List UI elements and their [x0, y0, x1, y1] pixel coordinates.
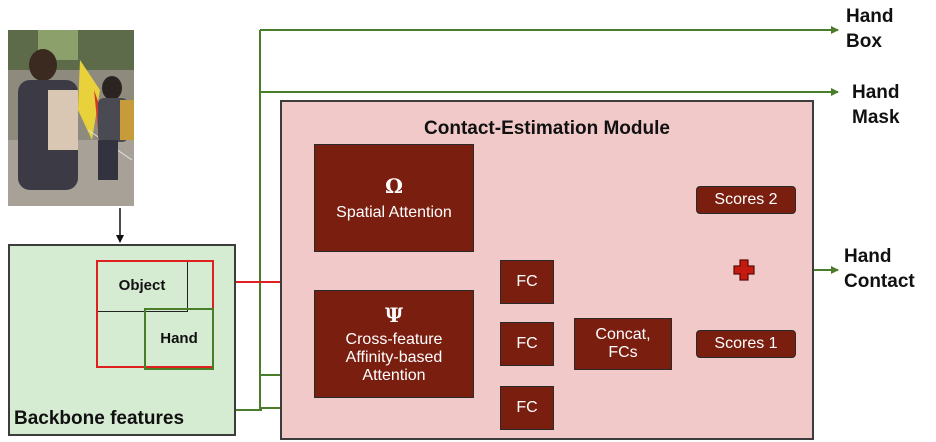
omega-symbol: Ω — [385, 174, 403, 198]
module-title: Contact-Estimation Module — [424, 118, 670, 139]
object-label: Object — [118, 277, 166, 294]
spatial-attention-label: Spatial Attention — [336, 204, 452, 221]
hand-mask-output-label: Hand Mask — [852, 80, 900, 130]
hand-contact-line-1: Hand — [844, 246, 892, 267]
cross-feature-line-2: Affinity-based — [345, 349, 443, 366]
fc-block-1: FC — [500, 260, 554, 304]
backbone-features-box: Object Hand Backbone features — [8, 244, 236, 436]
scores2-label: Scores 2 — [714, 191, 778, 208]
hand-mask-line-2: Mask — [852, 107, 900, 128]
concat-fcs-block: Concat, FCs — [574, 318, 672, 370]
input-photo — [8, 30, 134, 206]
scores1-label: Scores 1 — [714, 335, 778, 352]
concat-line-2: FCs — [608, 344, 638, 361]
fc-label-1: FC — [516, 273, 538, 290]
hand-label: Hand — [160, 330, 198, 347]
cross-feature-line-3: Attention — [362, 367, 426, 384]
concat-line-1: Concat, — [595, 326, 651, 343]
hand-box-line-2: Box — [846, 31, 882, 52]
hand-box-output-label: Hand Box — [846, 4, 894, 54]
hand-contact-output-label: Hand Contact — [844, 244, 915, 294]
hand-box-line-1: Hand — [846, 6, 894, 27]
hand-contact-line-2: Contact — [844, 271, 915, 292]
fc-label-3: FC — [516, 399, 538, 416]
fc-block-2: FC — [500, 322, 554, 366]
hand-region: Hand — [144, 308, 214, 370]
fc-block-3: FC — [500, 386, 554, 430]
fc-label-2: FC — [516, 335, 538, 352]
scores2-block: Scores 2 — [696, 186, 796, 214]
photo-illustration — [8, 30, 134, 206]
plus-icon — [733, 259, 755, 281]
cross-feature-attention-block: Ψ Cross-feature Affinity-based Attention — [314, 290, 474, 398]
scores1-block: Scores 1 — [696, 330, 796, 358]
hand-mask-line-1: Hand — [852, 82, 900, 103]
spatial-attention-block: Ω Spatial Attention — [314, 144, 474, 252]
cross-feature-line-1: Cross-feature — [345, 331, 443, 348]
psi-symbol: Ψ — [384, 303, 404, 327]
backbone-label: Backbone features — [14, 408, 185, 429]
